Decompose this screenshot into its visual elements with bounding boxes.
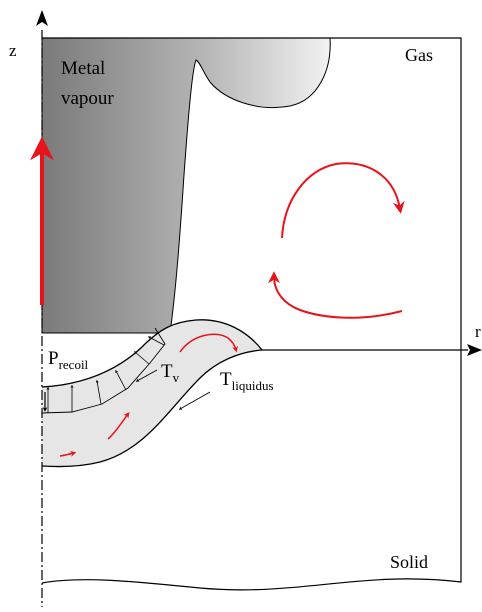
tv-leader-line — [135, 369, 158, 382]
domain-boundary — [41, 37, 462, 591]
melt-flow-arrow-upper — [179, 333, 239, 353]
p-recoil-main: P — [48, 348, 59, 369]
metal-vapour-plume — [41, 37, 331, 334]
keyhole-wall — [41, 319, 263, 388]
z-axis-arrowhead — [36, 10, 48, 26]
tliquidus-leader-line — [178, 391, 211, 410]
tliquidus-sub: liquidus — [232, 378, 274, 393]
metal-vapour-label-line1: Metal — [61, 58, 105, 79]
metal-vapour-label-line2: vapour — [61, 88, 114, 109]
gas-label: Gas — [405, 45, 433, 65]
tliquidus-main: T — [220, 369, 232, 390]
z-axis-label: z — [9, 41, 17, 60]
p-recoil-sub: recoil — [59, 357, 89, 372]
melt-flow-arrow-middle — [107, 412, 130, 440]
melt-flow-arrow-bottom — [59, 450, 77, 457]
solid-label: Solid — [390, 552, 428, 572]
gas-vortex-arrow-upper — [281, 162, 405, 239]
melt-pool — [42, 319, 262, 467]
recoil-pressure-arrows — [46, 336, 165, 413]
gas-vortex-arrow-lower — [268, 271, 403, 319]
r-axis-arrowhead — [467, 344, 482, 356]
tliquidus-label: Tliquidus — [220, 369, 274, 393]
tv-main: T — [161, 361, 173, 382]
p-recoil-label: Precoil — [48, 348, 89, 372]
tv-label: Tv — [161, 361, 180, 385]
tv-sub: v — [173, 370, 180, 385]
liquidus-boundary — [41, 349, 263, 468]
r-axis-label: r — [475, 322, 481, 341]
